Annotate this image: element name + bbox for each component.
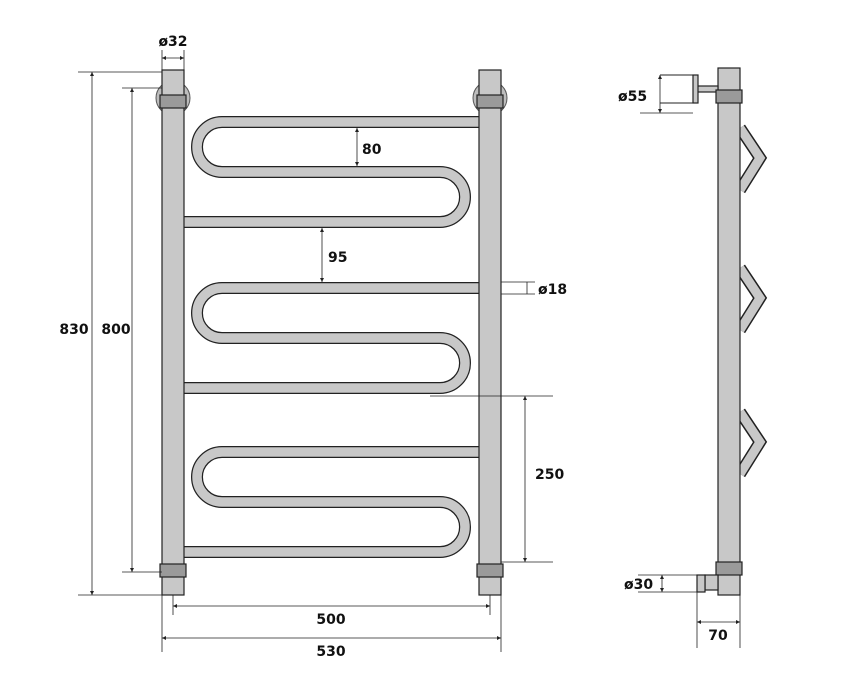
wall-mount-rod (696, 85, 719, 93)
side-bottom-collar (715, 561, 743, 576)
wall-mount-cap (692, 74, 699, 104)
total-height-label: 830 (59, 322, 88, 338)
depth-label: 70 (708, 628, 728, 644)
section-gap-label: 95 (328, 250, 347, 266)
side-vertical-pipe (717, 67, 741, 596)
left-vertical-pipe (161, 69, 185, 596)
serpentine-tubes (178, 116, 487, 558)
side-top-collar (715, 89, 743, 104)
pipe-diameter-label: ø32 (158, 34, 187, 50)
loop-gap-label: 80 (362, 142, 382, 158)
right-bottom-collar (476, 563, 504, 578)
center-width-label: 500 (316, 612, 345, 628)
right-top-collar (476, 94, 504, 109)
left-bottom-collar (159, 563, 187, 578)
section-height-label: 250 (535, 467, 564, 483)
front-view (155, 69, 508, 596)
total-width-label: 530 (316, 644, 345, 660)
side-dimensions: ø55 ø30 70 (618, 75, 741, 648)
side-view (660, 67, 768, 596)
connector-body (704, 574, 719, 591)
center-height-label: 800 (101, 322, 130, 338)
left-top-collar (159, 94, 187, 109)
tube-diameter-label: ø18 (538, 282, 567, 298)
connector-nut (696, 574, 706, 593)
right-vertical-pipe (478, 69, 502, 596)
mount-diameter-label: ø55 (618, 89, 647, 105)
connector-diameter-label: ø30 (624, 577, 653, 593)
front-dimensions: ø32 830 800 80 95 ø18 250 500 530 (59, 34, 567, 660)
